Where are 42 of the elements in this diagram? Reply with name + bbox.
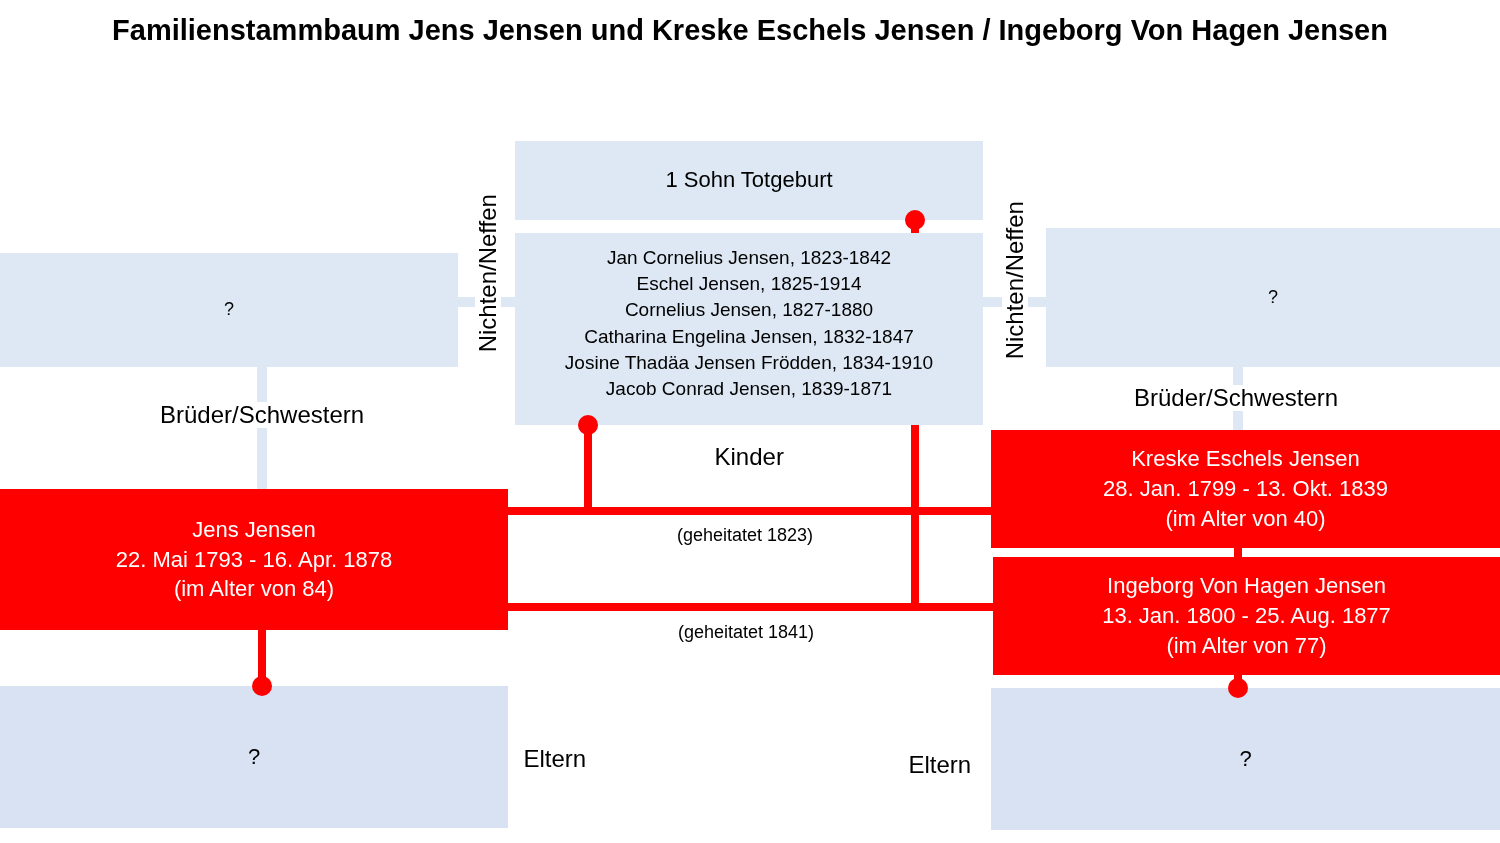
unknown-mark: ? xyxy=(224,299,234,321)
person-box xyxy=(991,430,1500,548)
child-entry: Jacob Conrad Jensen, 1839-1871 xyxy=(605,377,893,402)
child-entry: Cornelius Jensen, 1827-1880 xyxy=(624,298,874,323)
marriage-line xyxy=(1234,548,1242,557)
parents-box xyxy=(991,688,1500,830)
person-detail: 22. Mai 1793 - 16. Apr. 1878 xyxy=(115,545,393,574)
person-name: 1 Sohn Totgeburt xyxy=(665,167,833,194)
marriage-line xyxy=(508,425,919,611)
edge-label: Brüder/Schwestern xyxy=(1134,385,1339,412)
children-box xyxy=(515,233,983,425)
person-name: Kreske Eschels Jensen xyxy=(1131,445,1360,474)
child-entry: Jan Cornelius Jensen, 1823-1842 xyxy=(606,246,892,270)
relative-box xyxy=(515,141,983,220)
edge-label: (geheitatet 1841) xyxy=(678,623,815,643)
person-detail: 28. Jan. 1799 - 13. Okt. 1839 xyxy=(1103,475,1388,504)
unknown-mark: ? xyxy=(1268,286,1278,309)
relation-line xyxy=(257,367,267,489)
person-name: Jens Jensen xyxy=(192,515,316,544)
person-detail: 13. Jan. 1800 - 25. Aug. 1877 xyxy=(1102,602,1391,631)
relative-box xyxy=(0,253,458,367)
edge-label: (geheitatet 1823) xyxy=(677,526,814,546)
child-entry: Catharina Engelina Jensen, 1832-1847 xyxy=(584,324,914,349)
descent-line xyxy=(1228,675,1248,698)
child-entry: Josine Thadäa Jensen Frödden, 1834-1910 xyxy=(564,350,934,375)
person-detail: (im Alter von 40) xyxy=(1165,504,1326,533)
descent-line xyxy=(905,210,925,233)
person-name: Ingeborg Von Hagen Jensen xyxy=(1107,572,1386,601)
unknown-mark: ? xyxy=(247,743,261,771)
diagram-title: Familienstammbaum Jens Jensen und Kreske Eschels Jensen / Ingeborg Von Hagen Jensen xyxy=(112,14,1388,47)
person-detail: (im Alter von 77) xyxy=(1166,631,1327,660)
edge-label: Nichten/Neffen xyxy=(474,194,502,353)
edge-label: Brüder/Schwestern xyxy=(160,402,365,429)
person-box xyxy=(0,489,508,630)
edge-label: Nichten/Neffen xyxy=(1001,201,1029,360)
descent-line xyxy=(252,630,272,696)
person-detail: (im Alter von 84) xyxy=(173,575,335,604)
relative-box xyxy=(1046,228,1500,367)
unknown-mark: ? xyxy=(1239,745,1252,773)
person-box xyxy=(993,557,1500,675)
parents-box xyxy=(0,686,508,828)
child-entry: Eschel Jensen, 1825-1914 xyxy=(636,272,862,297)
